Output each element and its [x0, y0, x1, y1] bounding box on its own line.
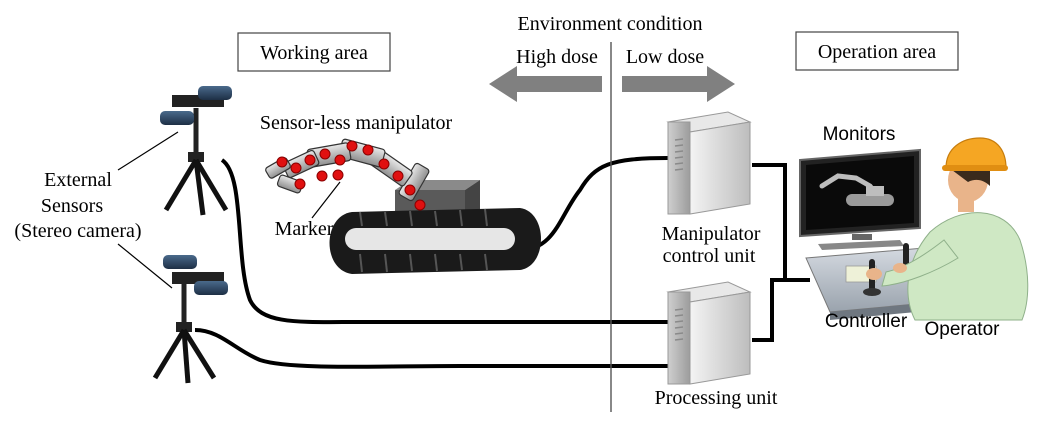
low-dose-label: Low dose — [626, 46, 704, 68]
high-dose-arrow — [489, 66, 602, 102]
controller-label: Controller — [825, 311, 908, 332]
marker-dots — [276, 140, 426, 211]
low-dose-arrow — [622, 66, 735, 102]
cable-camera2-processing — [194, 328, 668, 369]
stereo-camera-icon — [160, 86, 232, 216]
working-area-box: Working area — [237, 32, 391, 72]
sensorless-manipulator-robot — [265, 138, 541, 274]
cable-processing-controller — [752, 278, 810, 342]
environment-condition-label: Environment condition — [518, 13, 703, 35]
cable-robot-control — [519, 156, 669, 252]
manipulator-control-unit-label: Manipulator — [662, 223, 761, 245]
cable-camera1-processing — [220, 158, 668, 325]
cables — [194, 156, 810, 369]
operation-area-label: Operation area — [818, 41, 936, 63]
external-sensors-label: (Stereo camera) — [14, 220, 141, 242]
working-area-label: Working area — [260, 42, 368, 64]
processing-unit-icon — [666, 281, 752, 385]
operator-label: Operator — [925, 319, 1001, 340]
external-sensors-label: External — [44, 169, 112, 191]
sensor-pointer-line — [117, 243, 173, 289]
high-dose-label: High dose — [516, 46, 598, 68]
sensor-pointer-line — [117, 131, 179, 171]
stereo-camera-icon — [152, 255, 228, 384]
marker-label: Marker — [275, 218, 334, 240]
monitors-label: Monitors — [823, 124, 896, 145]
monitor-icon — [799, 148, 921, 250]
manipulator-control-unit-icon — [666, 111, 752, 215]
marker-pointer-line — [311, 181, 341, 219]
manipulator-control-unit-label: control unit — [663, 245, 756, 267]
processing-unit-label: Processing unit — [655, 387, 778, 409]
sensorless-manipulator-label: Sensor-less manipulator — [260, 112, 453, 134]
external-sensors-label: Sensors — [41, 195, 103, 217]
operator-icon — [866, 137, 1029, 321]
operation-area-box: Operation area — [795, 31, 959, 71]
